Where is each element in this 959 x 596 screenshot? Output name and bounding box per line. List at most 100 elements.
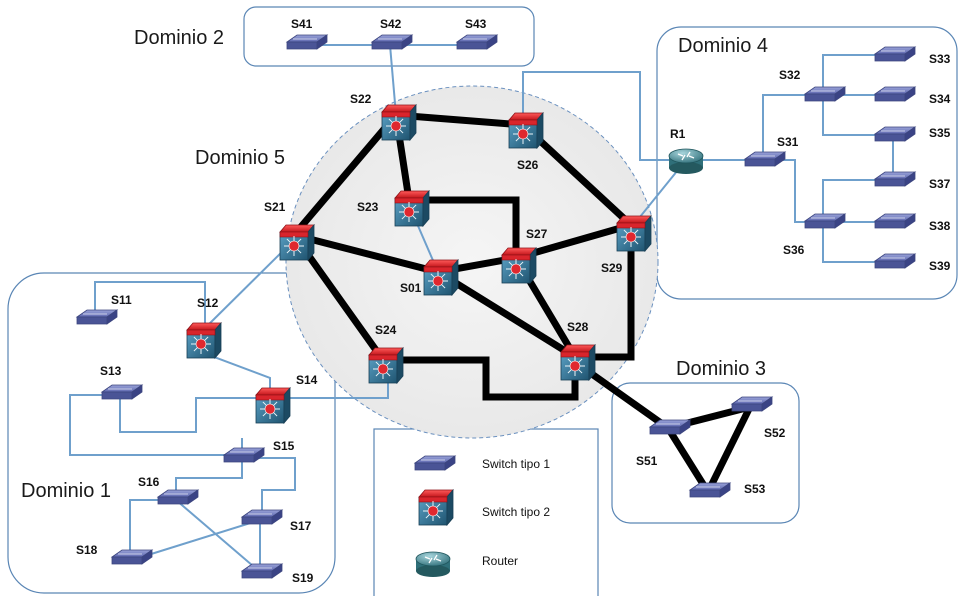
link-S22-S26: [395, 111, 524, 129]
switch-type1-icon: [222, 447, 266, 463]
switch-type2-icon: [423, 258, 459, 297]
switch-type1-icon: [873, 46, 917, 62]
node-s29: S29: [601, 214, 652, 275]
node-s13: S13: [100, 364, 144, 400]
link-S21-S01: [293, 231, 439, 276]
node-label-s34: S34: [929, 92, 951, 106]
switch-type1-icon: [75, 309, 119, 325]
node-s22: S22: [350, 92, 417, 142]
link-S01-S28: [436, 269, 577, 360]
node-label-s36: S36: [783, 243, 805, 257]
legend: Switch tipo 1 Switch tipo 2 Router: [413, 455, 550, 577]
node-label-s53: S53: [744, 482, 766, 496]
node-label-s14: S14: [296, 373, 318, 387]
node-s31: S31: [743, 135, 799, 167]
link-S23-S27: [409, 196, 520, 258]
node-r1: R1: [668, 127, 704, 174]
node-label-s52: S52: [764, 426, 786, 440]
link-S16-S19: [175, 499, 261, 573]
switch-type2-icon: [255, 386, 291, 425]
node-label-s37: S37: [929, 177, 951, 191]
node-s15: S15: [222, 439, 295, 463]
domain-label-d5: Dominio 5: [195, 147, 285, 169]
node-label-s26: S26: [517, 158, 539, 172]
link-S32-S33: [822, 54, 893, 95]
node-label-s21: S21: [264, 200, 286, 214]
switch-type1-icon: [873, 253, 917, 269]
link-S21-S12: [200, 239, 295, 333]
switch-type1-icon: [873, 126, 917, 142]
link-S32-S35: [822, 95, 893, 136]
switch-type1-icon: [285, 34, 329, 50]
domain-label-d4: Dominio 4: [678, 35, 768, 57]
node-s38: S38: [873, 213, 951, 233]
link-S11-S12: [94, 281, 206, 332]
legend-router-label: Router: [482, 554, 518, 568]
node-s24: S24: [368, 323, 404, 385]
router-icon: [668, 148, 704, 174]
switch-type2-icon: [394, 189, 430, 228]
node-label-s32: S32: [779, 68, 801, 82]
legend-router-icon: [415, 551, 451, 577]
link-S24-S28: [383, 356, 579, 401]
node-label-s43: S43: [465, 17, 487, 31]
switch-type2-icon: [381, 103, 417, 142]
node-s43: S43: [455, 17, 499, 50]
domain-label-d2: Dominio 2: [134, 27, 224, 49]
node-label-s19: S19: [292, 571, 314, 585]
node-label-s38: S38: [929, 219, 951, 233]
node-s17: S17: [240, 509, 312, 533]
legend-switch2-icon: [418, 488, 454, 527]
node-label-s31: S31: [777, 135, 799, 149]
node-label-s17: S17: [290, 519, 312, 533]
link-S22-S21: [291, 112, 399, 238]
node-s51: S51: [636, 419, 692, 468]
domain-label-d1: Dominio 1: [21, 480, 111, 502]
node-label-s13: S13: [100, 364, 122, 378]
node-s26: S26: [508, 111, 544, 172]
link-S31-S32: [762, 94, 823, 160]
node-label-s51: S51: [636, 454, 658, 468]
node-label-s22: S22: [350, 92, 372, 106]
thin-links: [69, 44, 894, 573]
node-s21: S21: [264, 200, 315, 262]
switch-type1-icon: [873, 171, 917, 187]
node-s37: S37: [873, 171, 951, 191]
link-S15-S17: [242, 457, 296, 518]
node-label-s27: S27: [526, 227, 548, 241]
node-label-s11: S11: [111, 293, 132, 307]
switch-type2-icon: [279, 223, 315, 262]
node-s42: S42: [370, 17, 414, 50]
node-label-s23: S23: [357, 200, 379, 214]
node-label-r1: R1: [670, 127, 686, 141]
switch-type1-icon: [455, 34, 499, 50]
node-label-s12: S12: [197, 296, 219, 310]
node-s53: S53: [688, 482, 766, 498]
node-label-s24: S24: [375, 323, 397, 337]
link-S51-S53: [665, 426, 711, 494]
node-s41: S41: [285, 17, 329, 50]
node-s23: S23: [357, 189, 430, 228]
switch-type1-icon: [873, 86, 917, 102]
node-s52: S52: [730, 396, 786, 440]
node-s39: S39: [873, 253, 951, 273]
node-s36: S36: [783, 213, 847, 257]
switch-type1-icon: [688, 482, 732, 498]
node-s28: S28: [560, 320, 596, 382]
switch-type1-icon: [110, 549, 154, 565]
node-s14: S14: [255, 373, 318, 425]
node-label-s42: S42: [380, 17, 402, 31]
switch-type2-icon: [508, 111, 544, 150]
node-s34: S34: [873, 86, 951, 106]
switch-type1-icon: [648, 419, 692, 435]
node-s11: S11: [75, 293, 132, 325]
switch-type2-icon: [560, 343, 596, 382]
switch-type1-icon: [803, 213, 847, 229]
switch-type1-icon: [240, 509, 284, 525]
node-s33: S33: [873, 46, 951, 66]
node-s19: S19: [240, 563, 314, 585]
link-S15-S16: [175, 458, 243, 500]
switch-type2-icon: [616, 214, 652, 253]
